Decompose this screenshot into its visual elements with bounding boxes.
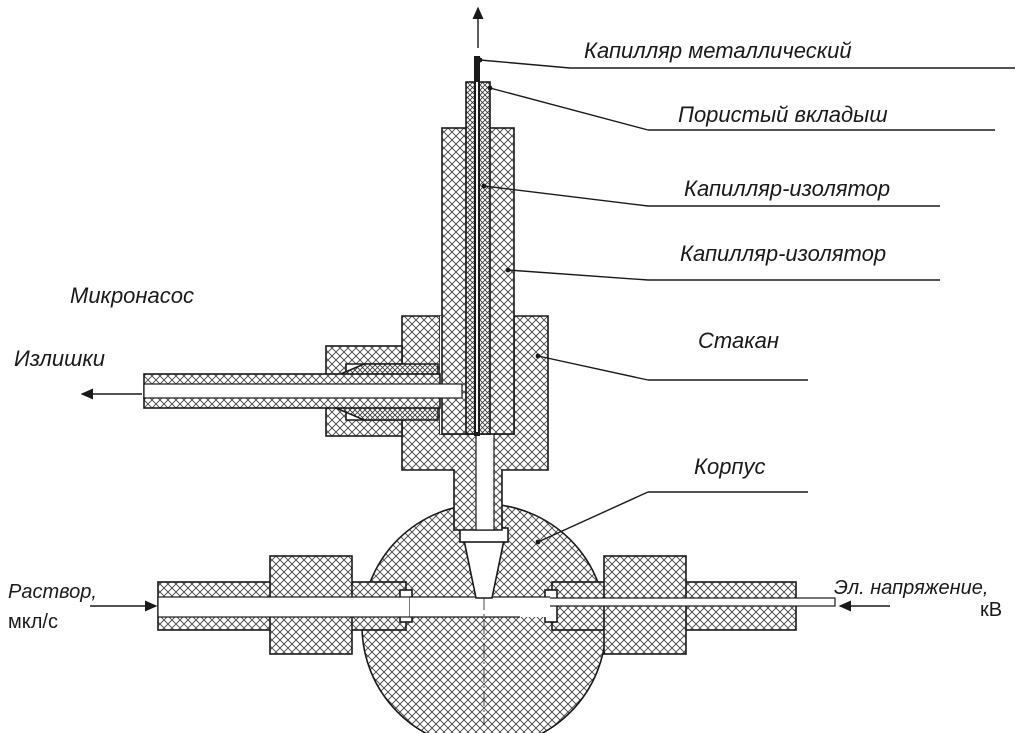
label-micropump: Микронасос [70,283,194,308]
label-metal-capillary: Капилляр металлический [584,38,852,63]
label-voltage-line1: Эл. напряжение, [834,577,988,599]
metal-capillary [474,56,480,436]
labels: Капилляр металлический Пористый вкладыш … [8,38,1002,633]
label-porous-insert: Пористый вкладыш [678,102,888,127]
excess-outlet [143,345,463,437]
label-solution-line2: мкл/с [8,611,58,633]
label-voltage-line2: кВ [980,599,1002,621]
flow-arrows [80,388,890,612]
label-capillary-insulator-2: Капилляр-изолятор [680,241,886,266]
leader-dots [477,57,541,545]
inlet-fitting [157,555,413,655]
label-solution-line1: Раствор, [8,581,97,603]
electrode-fitting [514,555,836,655]
label-cup: Стакан [698,328,779,353]
nozzle-cone [459,527,509,599]
label-body: Корпус [694,454,766,479]
label-capillary-insulator-1: Капилляр-изолятор [684,176,890,201]
label-excess: Излишки [14,346,105,371]
leader-lines [479,59,1015,543]
